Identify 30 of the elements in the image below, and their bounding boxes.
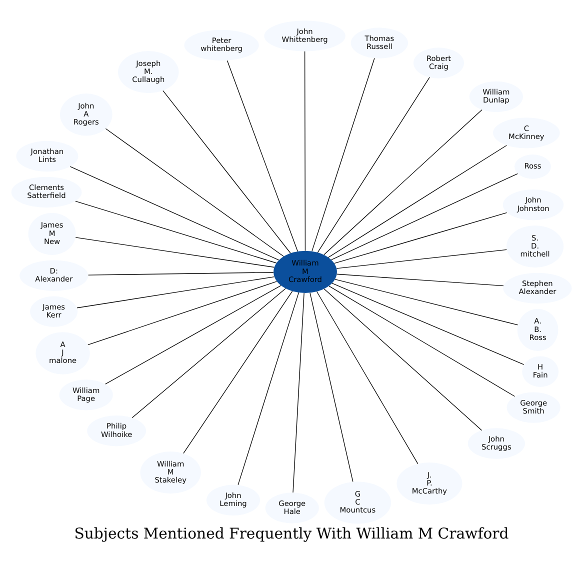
connector — [88, 280, 278, 345]
connector — [75, 236, 275, 268]
connector — [75, 200, 277, 263]
connector — [331, 172, 518, 260]
connector — [316, 290, 418, 464]
connector — [226, 60, 298, 252]
diagram-title: Subjects Mentioned Frequently With William M Crawford — [74, 524, 509, 542]
connector — [183, 290, 293, 454]
connector — [105, 284, 282, 384]
connector — [304, 50, 306, 251]
connector — [324, 288, 482, 430]
connector — [317, 76, 430, 252]
connector — [336, 273, 504, 286]
connector — [334, 278, 518, 325]
connector — [334, 212, 508, 264]
connector — [336, 248, 507, 268]
connector — [310, 292, 354, 482]
connector — [324, 108, 482, 255]
connector — [328, 285, 516, 396]
connector — [132, 288, 286, 418]
connector — [328, 144, 507, 258]
connector — [88, 272, 274, 275]
connector — [162, 90, 291, 253]
connector — [105, 128, 284, 256]
connector — [70, 166, 280, 260]
connector — [292, 292, 304, 492]
connector — [332, 282, 524, 364]
connector — [312, 57, 375, 252]
connector — [238, 292, 300, 485]
connector — [76, 276, 274, 308]
